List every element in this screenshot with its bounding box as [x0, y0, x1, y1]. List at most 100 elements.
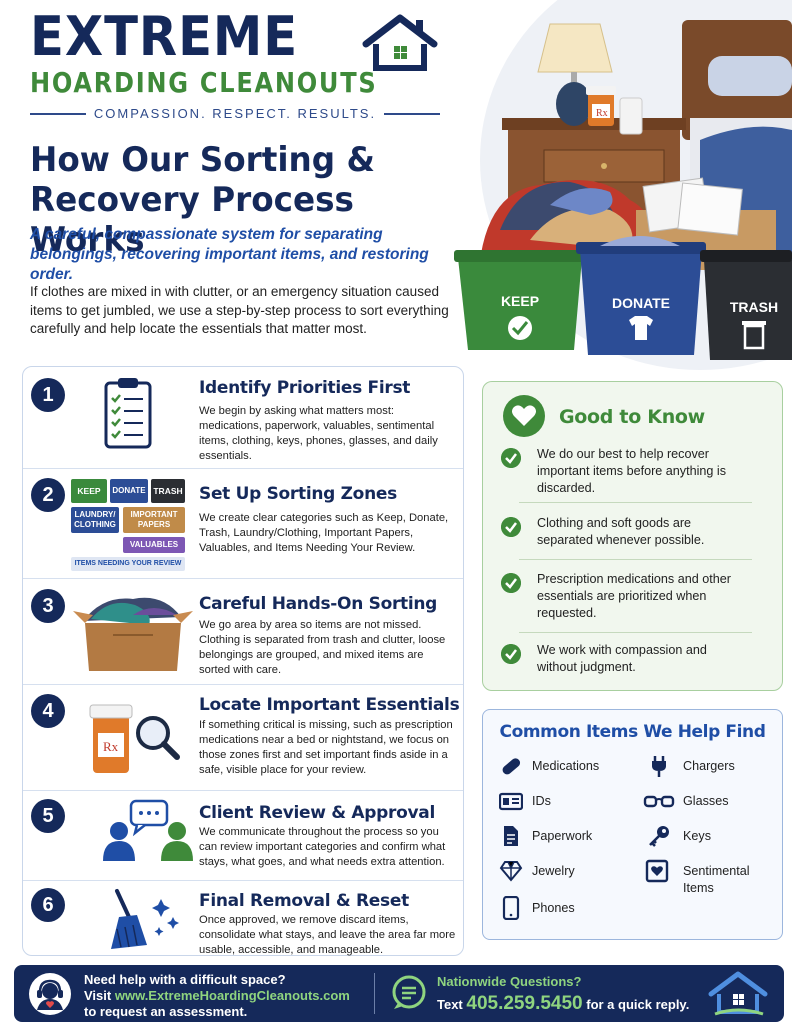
good-to-know-text: Clothing and soft goods are separated wh…: [537, 516, 705, 547]
prescription-search-icon: Rx: [89, 704, 180, 773]
step-title: Locate Important Essentials: [199, 695, 460, 715]
heart-icon: [503, 395, 545, 437]
support-agent-icon: [29, 973, 71, 1015]
footer-visit-line: Visit www.ExtremeHoardingCleanouts.com: [84, 989, 350, 1003]
photo-heart-icon: [645, 859, 669, 883]
hero-illustration: Rx KEEP DONATE TRASH: [454, 0, 792, 370]
bin-donate-label: DONATE: [612, 295, 670, 311]
phone-number-link[interactable]: 405.259.5450: [466, 993, 583, 1014]
step-number: 1: [31, 378, 65, 412]
step-title: Final Removal & Reset: [199, 891, 409, 911]
plug-icon: [652, 756, 666, 777]
chat-bubble-icon: [392, 975, 426, 1009]
client-conversation-icon: [103, 799, 193, 861]
brand-name: EXTREME: [30, 5, 299, 68]
rx-label: Rx: [103, 739, 119, 754]
divider: [519, 632, 752, 633]
clipboard-checklist-icon: [104, 378, 152, 449]
step-1: 1 Identify Priorities First We begin by …: [23, 367, 463, 469]
check-icon: [501, 573, 521, 593]
footer-text-line: Text 405.259.5450 for a quick reply.: [437, 993, 689, 1015]
zone-review: ITEMS NEEDING YOUR REVIEW: [71, 557, 185, 571]
page-subtitle: A careful, compassionate system for sepa…: [30, 226, 429, 283]
step-4: 4 Rx Locate Important Essentials If some…: [23, 685, 463, 791]
step-2: 2 KEEP DONATE TRASH LAUNDRY/ CLOTHING IM…: [23, 469, 463, 579]
website-link[interactable]: www.ExtremeHoardingCleanouts.com: [114, 988, 350, 1003]
house-logo-icon: [708, 971, 768, 1016]
footer-text-suffix: for a quick reply.: [582, 997, 690, 1012]
zone-valuables: VALUABLES: [123, 537, 185, 553]
footer-bar: Need help with a difficult space? Visit …: [14, 965, 784, 1022]
common-item-label: Medications: [532, 759, 600, 773]
rx-label: Rx: [596, 108, 608, 119]
common-items-title: Common Items We Help Find: [499, 722, 766, 742]
page-title: How Our Sorting & Recovery Process Works: [30, 140, 375, 260]
bin-trash-label: TRASH: [730, 299, 778, 315]
step-number: 3: [31, 589, 65, 623]
zone-donate: DONATE: [110, 479, 148, 503]
step-description: We go area by area so items are not miss…: [199, 619, 446, 676]
good-to-know-text: Prescription medications and other essen…: [537, 572, 731, 620]
step-number: 4: [31, 694, 65, 728]
id-card-icon: [499, 792, 523, 811]
step-number: 6: [31, 888, 65, 922]
step-number: 2: [31, 478, 65, 512]
key-icon: [649, 826, 669, 847]
good-to-know-title: Good to Know: [559, 406, 705, 428]
step-number: 5: [31, 799, 65, 833]
footer-request-text: to request an assessment.: [84, 1004, 248, 1019]
good-to-know-panel: Good to Know We do our best to help reco…: [482, 381, 783, 691]
brand-subtitle: HOARDING CLEANOUTS: [30, 66, 378, 99]
brand-logo: EXTREME HOARDING CLEANOUTS COMPASSION. R…: [30, 8, 440, 121]
document-icon: [504, 826, 518, 846]
divider: [30, 112, 86, 115]
good-to-know-text: We work with compassion and without judg…: [537, 643, 707, 674]
step-description: We begin by asking what matters most: me…: [199, 405, 438, 462]
zone-important-papers: IMPORTANT PAPERS: [123, 507, 185, 533]
step-title: Careful Hands-On Sorting: [199, 594, 438, 614]
zone-laundry: LAUNDRY/ CLOTHING: [71, 507, 119, 533]
step-description: We create clear categories such as Keep,…: [199, 512, 449, 554]
good-to-know-text: We do our best to help recover important…: [537, 447, 726, 495]
divider: [519, 559, 752, 560]
clothes-box-icon: [73, 597, 193, 671]
glasses-icon: [643, 795, 675, 808]
divider: [519, 502, 752, 503]
bin-keep-label: KEEP: [501, 293, 539, 309]
brand-tagline: COMPASSION. RESPECT. RESULTS.: [93, 106, 377, 121]
step-title: Client Review & Approval: [199, 803, 435, 823]
check-icon: [501, 517, 521, 537]
pill-icon: [502, 758, 521, 775]
step-title: Set Up Sorting Zones: [199, 484, 397, 504]
divider: [384, 112, 440, 115]
divider: [374, 973, 375, 1014]
zone-keep: KEEP: [71, 479, 107, 503]
step-description: We communicate throughout the process so…: [199, 826, 446, 868]
zone-trash: TRASH: [151, 479, 185, 503]
common-items-panel: Common Items We Help Find Medications ID…: [482, 709, 783, 940]
common-item-label: Jewelry: [532, 864, 575, 878]
step-6: 6 Final Removal & Reset Once approved, w…: [23, 881, 463, 957]
footer-nationwide-text: Nationwide Questions?: [437, 974, 582, 989]
step-5: 5 Client Review & Approval We communicat…: [23, 791, 463, 881]
broom-sparkles-icon: [111, 889, 179, 949]
house-logo-icon: [362, 14, 438, 71]
check-icon: [501, 644, 521, 664]
footer-text-prefix: Text: [437, 997, 467, 1012]
common-item-label: Paperwork: [532, 829, 593, 843]
process-steps-panel: 1 Identify Priorities First We begin by …: [22, 366, 464, 956]
common-item-label: Chargers: [683, 759, 735, 773]
brand-tagline-row: COMPASSION. RESPECT. RESULTS.: [30, 106, 440, 121]
diamond-icon: [499, 861, 523, 882]
step-description: Once approved, we remove discard items, …: [199, 914, 456, 956]
step-description: If something critical is missing, such a…: [199, 719, 453, 776]
step-3: 3 Careful Hands-On Sorting We go area by…: [23, 579, 463, 685]
common-item-label: Sentimental Items: [683, 864, 750, 895]
footer-visit-prefix: Visit: [84, 988, 115, 1003]
common-item-label: IDs: [532, 794, 551, 808]
common-item-label: Keys: [683, 829, 711, 843]
check-icon: [501, 448, 521, 468]
intro-paragraph: If clothes are mixed in with clutter, or…: [30, 284, 449, 336]
phone-icon: [502, 896, 520, 920]
footer-help-text: Need help with a difficult space?: [84, 972, 286, 987]
